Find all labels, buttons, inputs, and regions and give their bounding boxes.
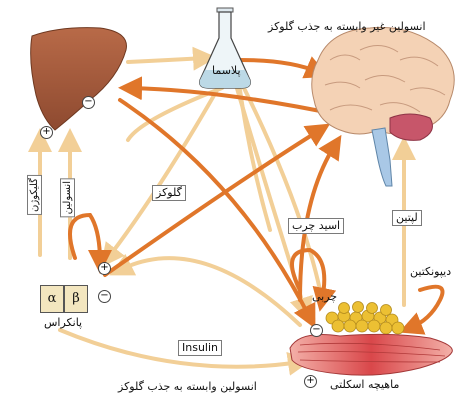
fatty-acid-label: اسید چرب (288, 218, 344, 234)
arrow-liver-to-plasma (128, 58, 205, 62)
arrow-liver-to-muscle (120, 100, 310, 318)
skeletal-muscle-shape (290, 334, 452, 375)
glucagon-label: گلیکوژن (27, 175, 42, 215)
muscle-caption: انسولین وابسته به جذب گلوکز (118, 380, 257, 394)
pancreas-label: پانکراس (44, 316, 82, 330)
liver-plus-sign: + (40, 126, 53, 139)
brain-caption: انسولین غیر وابسته به جذب گلوکز (268, 20, 426, 34)
plasma-label: پلاسما (212, 64, 241, 78)
glucose-label: گلوکز (152, 185, 186, 201)
insulin-box: Insulin (178, 340, 222, 356)
muscle-minus-sign: − (310, 324, 323, 337)
leptin-label: لپتین (392, 210, 422, 226)
arrow-plasma-to-fat (240, 80, 320, 290)
brain-shape (312, 27, 454, 186)
arrow-plasma-to-brain (240, 60, 318, 72)
insulin-label: انسولین (60, 178, 75, 217)
muscle-plus-sign: + (304, 375, 317, 388)
pancreas-plus-sign: + (98, 262, 111, 275)
arrow-muscle-to-pancreas (120, 258, 300, 325)
adiponectin-label: دیپونکتین (410, 265, 451, 279)
arrow-loop-pancreas (70, 215, 100, 262)
alpha-cell: α (40, 285, 64, 313)
beta-cell: β (64, 285, 88, 313)
arrow-brain-to-liver (130, 88, 340, 115)
fat-label: چربی (312, 290, 337, 304)
fat-cluster (326, 302, 404, 335)
liver-minus-sign: − (82, 96, 95, 109)
liver-shape (31, 28, 127, 130)
arrow-adiponectin-loop (410, 287, 443, 328)
pancreas-minus-sign: − (98, 290, 111, 303)
skeletal-muscle-label: ماهیچه اسکلتی (330, 378, 399, 392)
